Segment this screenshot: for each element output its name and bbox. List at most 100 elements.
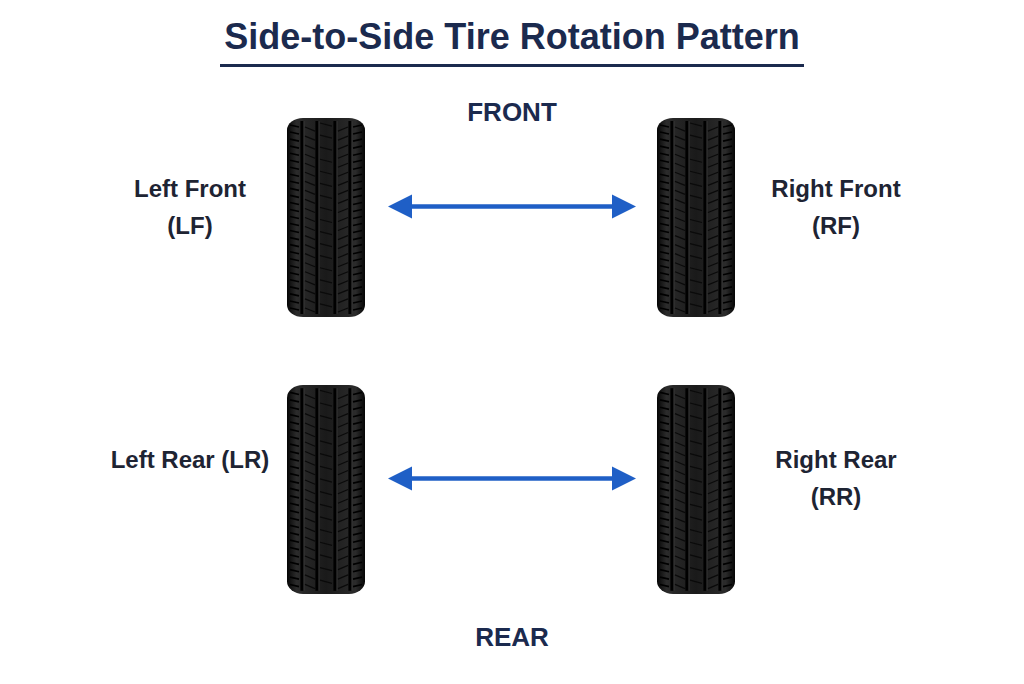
tread-sipe	[320, 304, 332, 307]
tread-sipe	[290, 224, 299, 226]
tread-sipe	[290, 437, 299, 439]
tread-sipe	[690, 123, 702, 126]
tread-sipe	[320, 479, 332, 482]
tread-sipe	[320, 292, 332, 295]
tread-sipe	[723, 555, 732, 557]
tread-sipe	[320, 504, 332, 507]
tread-sipe	[660, 188, 669, 190]
tread-sipe	[675, 308, 685, 312]
tread-sipe	[338, 527, 348, 531]
tread-sipe	[660, 548, 669, 550]
tread-sipe	[723, 548, 732, 550]
tread-sipe	[320, 147, 332, 150]
tread-sipe	[690, 454, 702, 457]
tread-sipe	[353, 466, 362, 468]
tread-sipe	[320, 244, 332, 247]
tread-sipe	[690, 530, 702, 533]
tread-sipe	[320, 159, 332, 162]
tread-sipe	[338, 556, 348, 560]
tread-highlight	[707, 388, 708, 591]
tread-sipe	[660, 139, 669, 141]
tread-sipe	[708, 556, 718, 560]
tread-sipe	[660, 429, 669, 431]
tread-sipe	[290, 252, 299, 254]
tread-sipe	[353, 259, 362, 261]
tread-sipe	[675, 145, 685, 149]
tread-sipe	[305, 575, 315, 579]
tire-illustration	[286, 384, 366, 595]
tread-sipe	[305, 281, 315, 285]
tread-sipe	[338, 181, 348, 185]
tread-sipe	[320, 183, 332, 186]
tread-sipe	[353, 252, 362, 254]
tread-sipe	[723, 577, 732, 579]
tread-sipe	[320, 171, 332, 174]
tread-sipe	[660, 422, 669, 424]
tread-sipe	[723, 533, 732, 535]
tread-sipe	[723, 584, 732, 586]
tread-sipe	[675, 127, 685, 131]
tread-sipe	[723, 308, 732, 310]
tread-sipe	[723, 160, 732, 162]
tread-sipe	[353, 273, 362, 275]
tread-sipe	[353, 216, 362, 218]
tread-sipe	[305, 404, 315, 408]
tread-sipe	[353, 570, 362, 572]
tread-sipe	[723, 259, 732, 261]
tread-sipe	[708, 414, 718, 418]
tread-sipe	[660, 496, 669, 498]
tread-sipe	[338, 190, 348, 194]
tread-sipe	[290, 466, 299, 468]
tread-sipe	[320, 530, 332, 533]
tread-sipe	[675, 423, 685, 427]
tread-sipe	[290, 181, 299, 183]
tread-sipe	[660, 287, 669, 289]
tread-sipe	[338, 404, 348, 408]
tread-sipe	[338, 272, 348, 276]
tire-body	[287, 118, 365, 317]
tread-sipe	[338, 471, 348, 475]
tread-sipe	[723, 488, 732, 490]
tread-sipe	[320, 195, 332, 198]
tread-sipe	[353, 245, 362, 247]
tread-sipe	[690, 232, 702, 235]
tread-sipe	[675, 575, 685, 579]
tread-sipe	[320, 568, 332, 571]
tread-sipe	[290, 294, 299, 296]
tread-sipe	[723, 245, 732, 247]
tread-sipe	[353, 577, 362, 579]
tread-sipe	[723, 188, 732, 190]
tread-sipe	[660, 452, 669, 454]
tread-sipe	[723, 252, 732, 254]
tread-sipe	[290, 209, 299, 211]
tread-sipe	[353, 511, 362, 513]
tread-sipe	[708, 199, 718, 203]
tread-sipe	[708, 163, 718, 167]
tread-sipe	[723, 437, 732, 439]
tread-sipe	[290, 132, 299, 134]
tread-sipe	[723, 216, 732, 218]
tread-sipe	[660, 174, 669, 176]
arrow-head	[388, 195, 412, 219]
tread-sipe	[660, 584, 669, 586]
tread-sipe	[675, 404, 685, 408]
tread-sipe	[290, 308, 299, 310]
tread-sipe	[338, 281, 348, 285]
tread-sipe	[305, 461, 315, 465]
tread-sipe	[723, 224, 732, 226]
tread-sipe	[723, 562, 732, 564]
tread-sipe	[723, 570, 732, 572]
tread-sipe	[708, 218, 718, 222]
tread-sipe	[290, 125, 299, 127]
tread-sipe	[353, 407, 362, 409]
tread-sipe	[353, 488, 362, 490]
tread-sipe	[660, 245, 669, 247]
tread-sipe	[660, 132, 669, 134]
tread-sipe	[353, 415, 362, 417]
tread-groove	[348, 388, 351, 591]
tread-groove	[718, 121, 721, 314]
tread-sipe	[290, 415, 299, 417]
tread-sipe	[305, 433, 315, 437]
tread-sipe	[290, 452, 299, 454]
position-label: Left Front (LF)	[110, 170, 270, 244]
